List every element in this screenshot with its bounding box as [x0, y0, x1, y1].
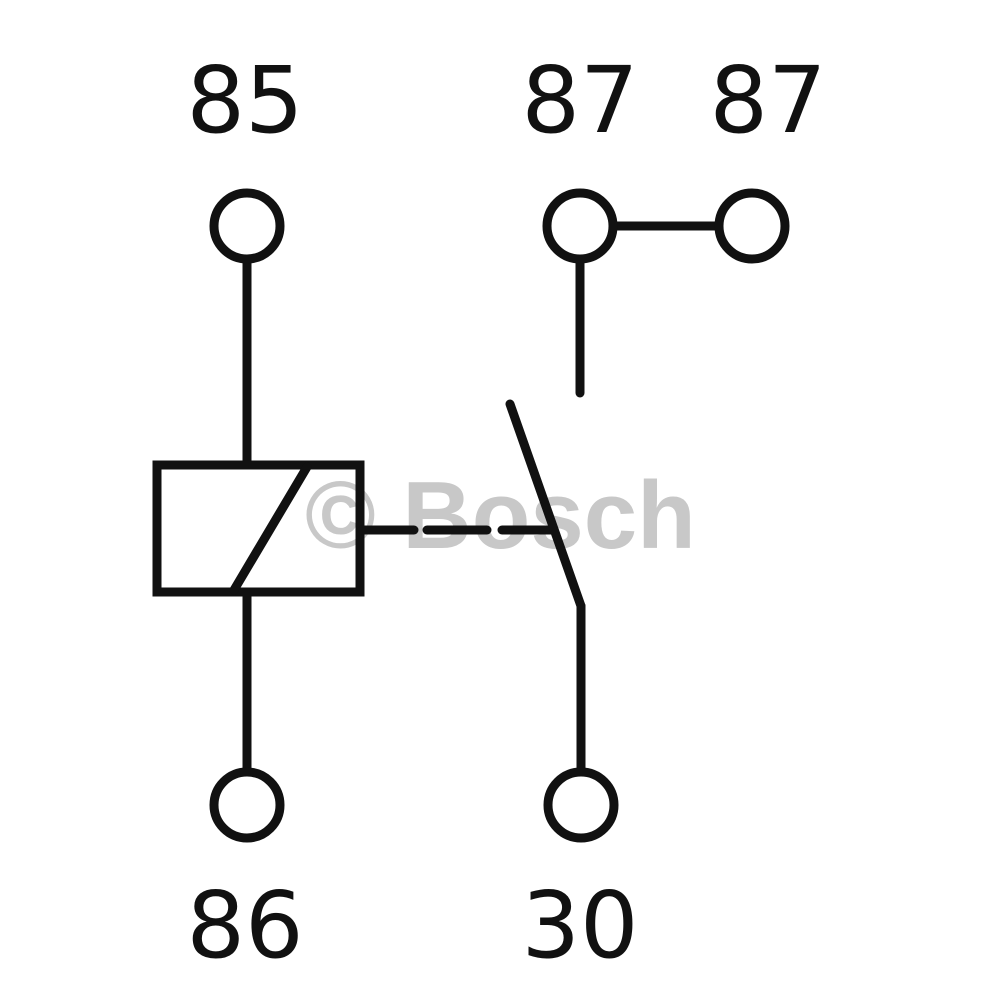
coil-diagonal	[229, 462, 312, 595]
label-87b: 87	[709, 47, 826, 154]
label-86: 86	[186, 872, 303, 979]
label-30: 30	[521, 872, 638, 979]
label-85: 85	[186, 47, 303, 154]
watermark: © Bosch	[305, 462, 696, 569]
switch-contact	[505, 399, 586, 611]
terminal-87b-circle	[714, 188, 790, 264]
terminal-87-circle	[542, 188, 618, 264]
terminal-30-circle	[543, 767, 619, 843]
terminal-86-circle	[209, 767, 285, 843]
terminal-85-circle	[209, 188, 285, 264]
label-87: 87	[521, 47, 638, 154]
